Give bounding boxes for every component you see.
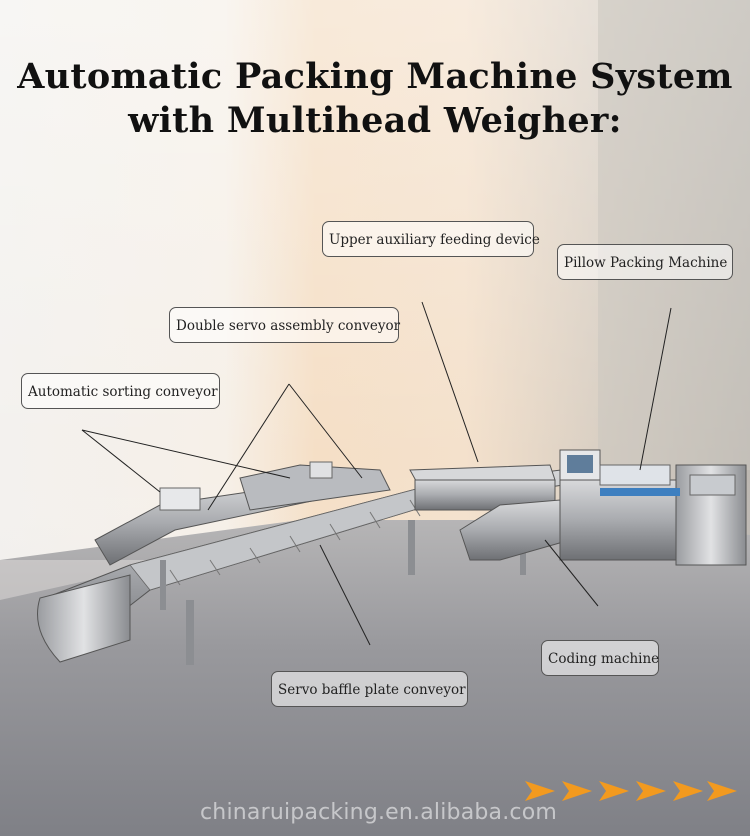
arrow-icon <box>525 781 555 801</box>
callout-double-servo: Double servo assembly conveyor <box>169 307 400 343</box>
title-line-2: with Multihead Weigher: <box>128 100 622 141</box>
callout-upper-feeding: Upper auxiliary feeding device <box>322 221 540 257</box>
watermark-text: chinaruipacking.en.alibaba.com <box>200 800 558 825</box>
callout-servo-baffle: Servo baffle plate conveyor <box>271 671 468 707</box>
callout-pillow-packing: Pillow Packing Machine <box>557 244 733 280</box>
arrow-icon <box>562 781 592 801</box>
title-line-1: Automatic Packing Machine System <box>17 56 733 97</box>
arrow-icon <box>599 781 629 801</box>
callout-auto-sorting: Automatic sorting conveyor <box>21 373 220 409</box>
arrow-icon <box>673 781 703 801</box>
arrow-icon <box>636 781 666 801</box>
orange-arrow-icons <box>525 781 737 801</box>
callout-coding: Coding machine <box>541 640 659 676</box>
arrow-icon <box>707 781 737 801</box>
